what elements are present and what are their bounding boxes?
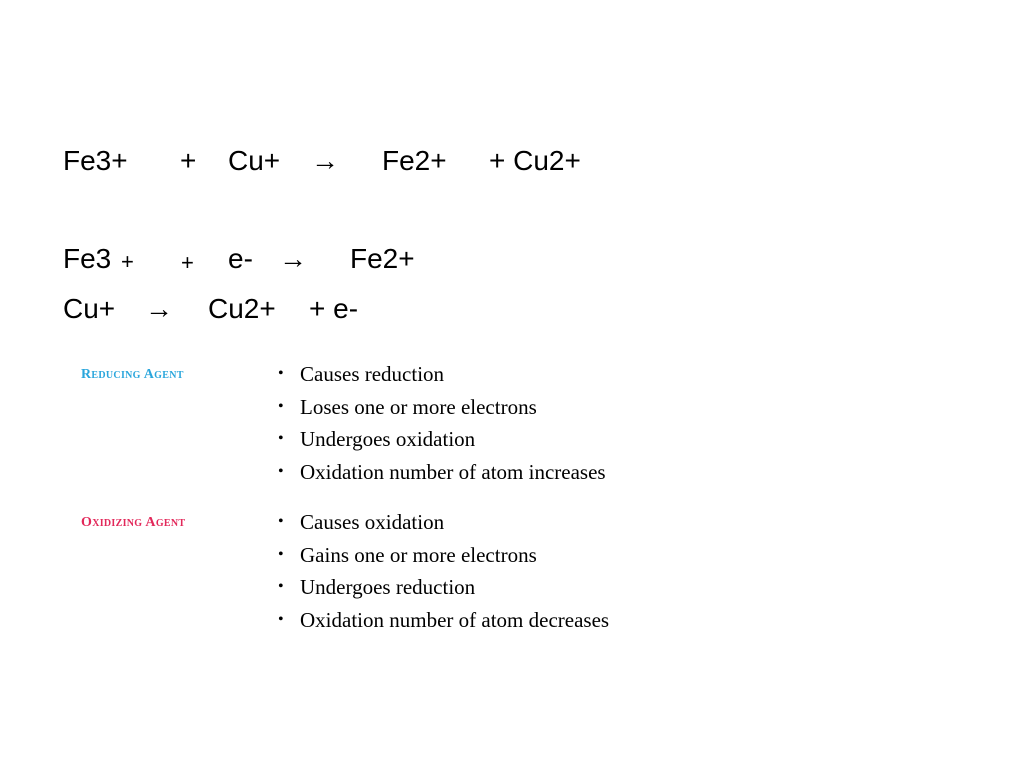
reaction-arrow: → xyxy=(279,243,307,274)
reactant-fe3: Fe3 xyxy=(63,243,112,274)
list-item-text: Oxidation number of atom increases xyxy=(300,459,606,484)
bullet-icon: • xyxy=(278,513,284,530)
plus-sign: + xyxy=(181,250,194,275)
bullet-icon: • xyxy=(278,397,284,415)
plus-sign: + xyxy=(180,145,197,176)
list-item: • Undergoes reduction xyxy=(275,575,609,608)
reducing-agent-label: Reducing Agent xyxy=(81,367,184,382)
electron: + e- xyxy=(309,293,359,324)
reactant-fe3: Fe3+ xyxy=(63,145,128,176)
oxidizing-agent-list: • Causes oxidation • Gains one or more ele… xyxy=(275,510,609,640)
list-item-text: Causes oxidation xyxy=(300,510,445,534)
reaction-arrow: → xyxy=(311,145,339,176)
oxidizing-agent-label: Oxidizing Agent xyxy=(81,515,186,530)
list-item-text: Loses one or more electrons xyxy=(300,394,537,419)
reaction-arrow: → xyxy=(145,293,173,324)
list-item: • Causes oxidation xyxy=(275,510,609,543)
reducing-agent-list: • Causes reduction • Loses one or more ele… xyxy=(275,362,606,492)
list-item-text: Gains one or more electrons xyxy=(300,542,537,567)
reactant-cu: Cu+ xyxy=(228,145,281,176)
list-item: • Undergoes oxidation xyxy=(275,427,606,460)
list-item: • Oxidation number of atom decreases xyxy=(275,608,609,641)
reactant-cu: Cu+ xyxy=(63,293,116,324)
product-cu2: + Cu2+ xyxy=(489,145,581,176)
list-item-text: Causes reduction xyxy=(300,362,445,386)
bullet-icon: • xyxy=(278,365,284,382)
list-item: • Causes reduction xyxy=(275,362,606,395)
bullet-icon: • xyxy=(278,545,284,563)
list-item: • Oxidation number of atom increases xyxy=(275,460,606,493)
list-item: • Loses one or more electrons xyxy=(275,395,606,428)
bullet-icon: • xyxy=(278,462,284,480)
bullet-icon: • xyxy=(278,610,284,628)
bullet-icon: • xyxy=(278,578,284,595)
list-item: • Gains one or more electrons xyxy=(275,543,609,576)
list-item-text: Undergoes reduction xyxy=(300,575,476,599)
bullet-icon: • xyxy=(278,430,284,447)
list-item-text: Undergoes oxidation xyxy=(300,427,476,451)
charge-sign: + xyxy=(121,249,134,274)
list-item-text: Oxidation number of atom decreases xyxy=(300,607,610,632)
electron: e- xyxy=(228,243,253,274)
product-fe2: Fe2+ xyxy=(382,145,447,176)
product-fe2: Fe2+ xyxy=(350,243,415,274)
product-cu2: Cu2+ xyxy=(208,293,276,324)
